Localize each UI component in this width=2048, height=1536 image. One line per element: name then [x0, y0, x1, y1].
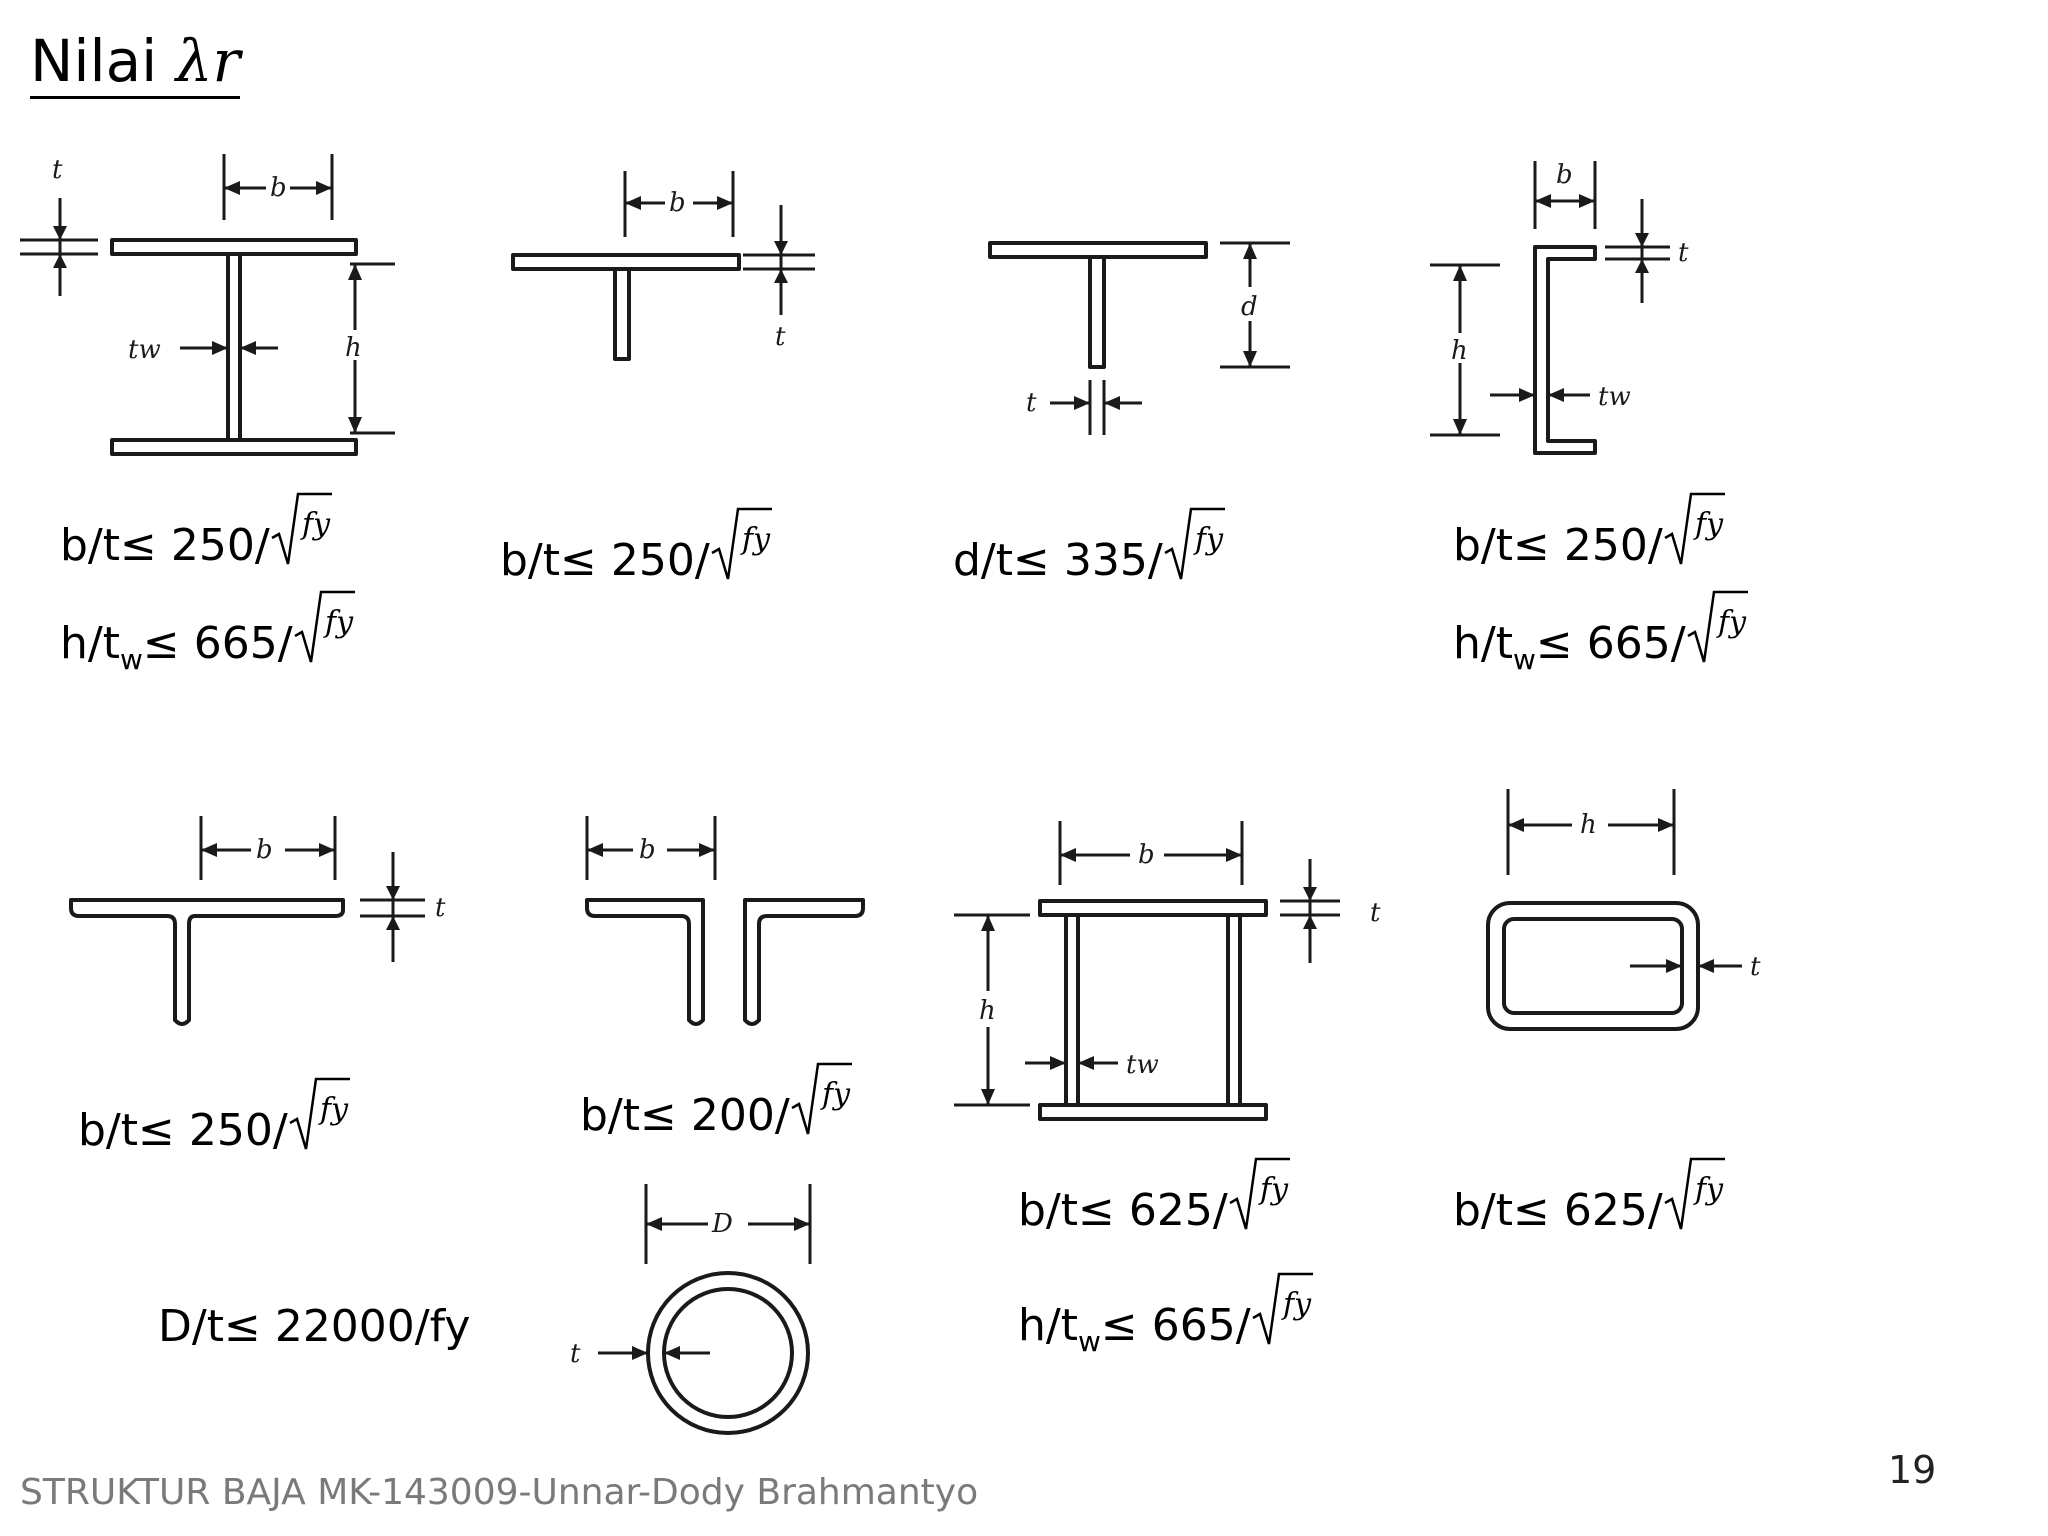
- i-beam-t-label: t: [52, 155, 63, 185]
- formula-rect-tube: b/t ≤ 625/fy: [1453, 1153, 1727, 1233]
- page-number: 19: [1888, 1448, 1937, 1492]
- svg-text:fy: fy: [740, 522, 771, 557]
- tee-rounded-b-label: b: [256, 835, 273, 865]
- tee-rounded-diagram: b t: [69, 816, 446, 1026]
- svg-text:fy: fy: [318, 1092, 349, 1127]
- box-plate-b-label: b: [1138, 840, 1155, 870]
- svg-text:fy: fy: [1258, 1172, 1289, 1207]
- channel-b-label: b: [1556, 160, 1573, 190]
- double-angle-diagram: b: [585, 816, 865, 1026]
- circular-tube-d-label: D: [711, 1209, 733, 1239]
- formula-double-angle: b/t ≤ 200/fy: [580, 1058, 854, 1138]
- svg-text:fy: fy: [820, 1077, 851, 1112]
- formula-box-flange: b/t ≤ 625/fy: [1018, 1153, 1292, 1233]
- channel-diagram: b t h tw: [1430, 160, 1689, 455]
- double-angle-b-label: b: [639, 835, 656, 865]
- formula-tee-stem: d/t ≤ 335/fy: [953, 503, 1227, 583]
- formula-tee-rounded: b/t ≤ 250/fy: [78, 1073, 352, 1153]
- tee-stem-d-label: d: [1241, 292, 1258, 322]
- i-beam-b-label: b: [270, 173, 287, 203]
- lambda-r-symbol: λr: [175, 27, 241, 95]
- i-beam-h-label: h: [345, 333, 362, 363]
- svg-text:fy: fy: [1716, 605, 1747, 640]
- sqrt-fy-symbol: fy: [270, 488, 334, 568]
- sqrt-fy-symbol: fy: [1163, 503, 1227, 583]
- tee-flange-b-label: b: [669, 188, 686, 218]
- sqrt-fy-symbol: fy: [293, 586, 357, 666]
- sqrt-fy-symbol: fy: [288, 1073, 352, 1153]
- svg-text:fy: fy: [300, 507, 331, 542]
- tee-flange-t-label: t: [775, 322, 786, 352]
- title-prefix: Nilai: [30, 27, 176, 95]
- i-beam-tw-label: tw: [128, 335, 161, 365]
- sqrt-fy-symbol: fy: [1251, 1268, 1315, 1348]
- tee-flange-diagram: b t: [511, 171, 815, 361]
- formula-circular-tube: D/t ≤ 22000/fy: [158, 1301, 471, 1352]
- sqrt-fy-symbol: fy: [710, 503, 774, 583]
- sqrt-fy-symbol: fy: [1686, 586, 1750, 666]
- box-plate-h-label: h: [979, 996, 996, 1026]
- channel-h-label: h: [1451, 336, 1468, 366]
- channel-t-label: t: [1678, 238, 1689, 268]
- slide-title: Nilai λr: [30, 27, 241, 99]
- tee-rounded-t-label: t: [435, 893, 446, 923]
- box-plate-diagram: b t h tw: [954, 821, 1381, 1121]
- svg-text:fy: fy: [1693, 507, 1724, 542]
- box-plate-t-label: t: [1370, 898, 1381, 928]
- channel-tw-label: tw: [1598, 382, 1631, 412]
- i-beam-diagram: t b h tw: [20, 154, 395, 456]
- tee-stem-t-label: t: [1026, 388, 1037, 418]
- rect-tube-diagram: h t: [1486, 789, 1761, 1031]
- formula-i-beam-flange: b/t ≤ 250/fy: [60, 488, 334, 568]
- svg-text:fy: fy: [1281, 1287, 1312, 1322]
- svg-text:fy: fy: [1193, 522, 1224, 557]
- sqrt-fy-symbol: fy: [1228, 1153, 1292, 1233]
- box-plate-tw-label: tw: [1126, 1050, 1159, 1080]
- sqrt-fy-symbol: fy: [790, 1058, 854, 1138]
- tee-stem-diagram: d t: [988, 241, 1290, 435]
- circular-tube-diagram: D t: [570, 1184, 812, 1435]
- formula-channel-flange: b/t ≤ 250/fy: [1453, 488, 1727, 568]
- formula-tee-flange: b/t ≤ 250/fy: [500, 503, 774, 583]
- sqrt-fy-symbol: fy: [1663, 1153, 1727, 1233]
- sqrt-fy-symbol: fy: [1663, 488, 1727, 568]
- svg-text:fy: fy: [323, 605, 354, 640]
- circular-tube-t-label: t: [570, 1339, 581, 1369]
- rect-tube-t-label: t: [1750, 952, 1761, 982]
- svg-text:fy: fy: [1693, 1172, 1724, 1207]
- footer-text: STRUKTUR BAJA MK-143009-Unnar-Dody Brahm…: [20, 1472, 979, 1513]
- rect-tube-h-label: h: [1580, 810, 1597, 840]
